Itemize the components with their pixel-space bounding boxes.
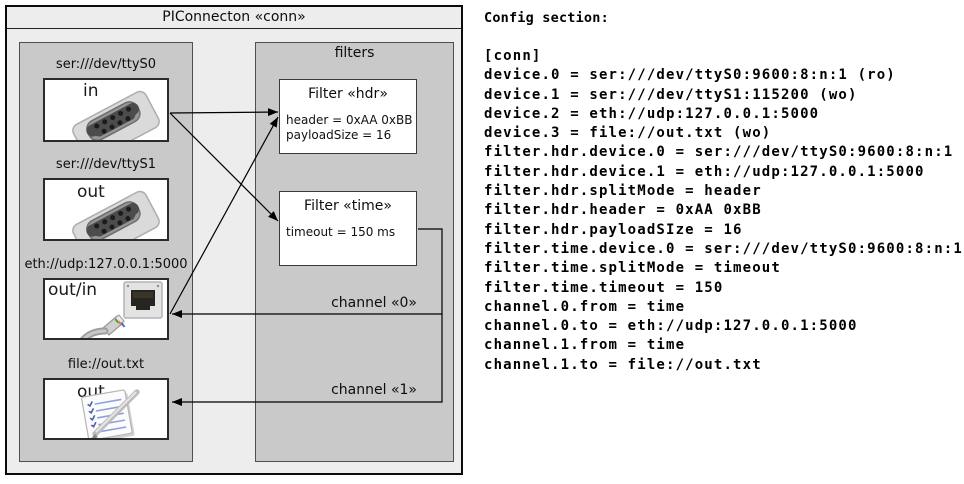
device-label-ttyS0: ser:///dev/ttyS0	[55, 57, 157, 72]
filters-group-title: filters	[334, 45, 375, 61]
filter-box-time: Filter «time» timeout = 150 ms	[279, 191, 417, 266]
device-box-ttyS0: in	[43, 78, 169, 142]
config-line: device.3 = file://out.txt (wo)	[484, 125, 772, 142]
device-box-file: out	[43, 378, 169, 440]
serial-connector-icon	[72, 190, 160, 239]
config-line: channel.0.to = eth://udp:127.0.0.1:5000	[484, 318, 858, 335]
filter-title: Filter «hdr»	[308, 86, 388, 102]
config-line: channel.1.to = file://out.txt	[484, 356, 762, 373]
config-line: filter.time.device.0 = ser:///dev/ttyS0:…	[484, 240, 963, 257]
config-line: filter.hdr.header = 0xAA 0xBB	[484, 202, 762, 219]
config-line: filter.hdr.device.1 = eth://udp:127.0.0.…	[484, 163, 925, 180]
notepad-pen-icon	[81, 389, 140, 438]
filter-property: timeout = 150 ms	[286, 225, 396, 239]
device-box-ttyS1: out	[43, 178, 169, 241]
config-line: filter.hdr.payloadSIze = 16	[484, 221, 743, 238]
config-line: device.2 = eth://udp:127.0.0.1:5000	[484, 105, 820, 122]
device-label-file: file://out.txt	[67, 357, 145, 372]
config-line: channel.1.from = time	[484, 337, 686, 354]
device-label-ttyS1: ser:///dev/ttyS1	[55, 157, 157, 172]
config-line: filter.time.timeout = 150	[484, 279, 724, 296]
config-heading: Config section:	[484, 10, 609, 26]
ethernet-connector-icon	[80, 281, 163, 338]
filter-title: Filter «time»	[304, 198, 392, 214]
config-line: device.0 = ser:///dev/ttyS0:9600:8:n:1 (…	[484, 67, 896, 84]
config-line: filter.hdr.device.0 = ser:///dev/ttyS0:9…	[484, 144, 954, 161]
title-separator	[7, 27, 461, 29]
config-line: filter.hdr.splitMode = header	[484, 183, 762, 200]
device-port-label: out/in	[48, 280, 98, 300]
config-line: filter.time.splitMode = timeout	[484, 260, 781, 277]
filter-property: header = 0xAA 0xBB	[286, 113, 413, 127]
channel-1-label: channel «1»	[331, 382, 417, 398]
device-port-label: out	[77, 182, 105, 202]
channel-0-label: channel «0»	[331, 295, 417, 311]
serial-connector-icon	[72, 90, 160, 140]
filter-box-hdr: Filter «hdr» header = 0xAA 0xBB payloadS…	[279, 79, 417, 154]
config-line: device.1 = ser:///dev/ttyS1:115200 (wo)	[484, 86, 858, 103]
diagram-title: PIConnecton «conn»	[162, 9, 306, 25]
filter-property: payloadSize = 16	[286, 128, 392, 142]
config-lines: [conn] device.0 = ser:///dev/ttyS0:9600:8…	[484, 47, 963, 375]
device-box-eth: out/in	[43, 278, 169, 340]
device-label-eth: eth://udp:127.0.0.1:5000	[24, 257, 188, 272]
device-port-label: in	[83, 81, 99, 101]
config-line: [conn]	[484, 48, 542, 64]
config-line: channel.0.from = time	[484, 298, 686, 315]
config-section: Config section: [conn] device.0 = ser:///…	[484, 8, 963, 375]
